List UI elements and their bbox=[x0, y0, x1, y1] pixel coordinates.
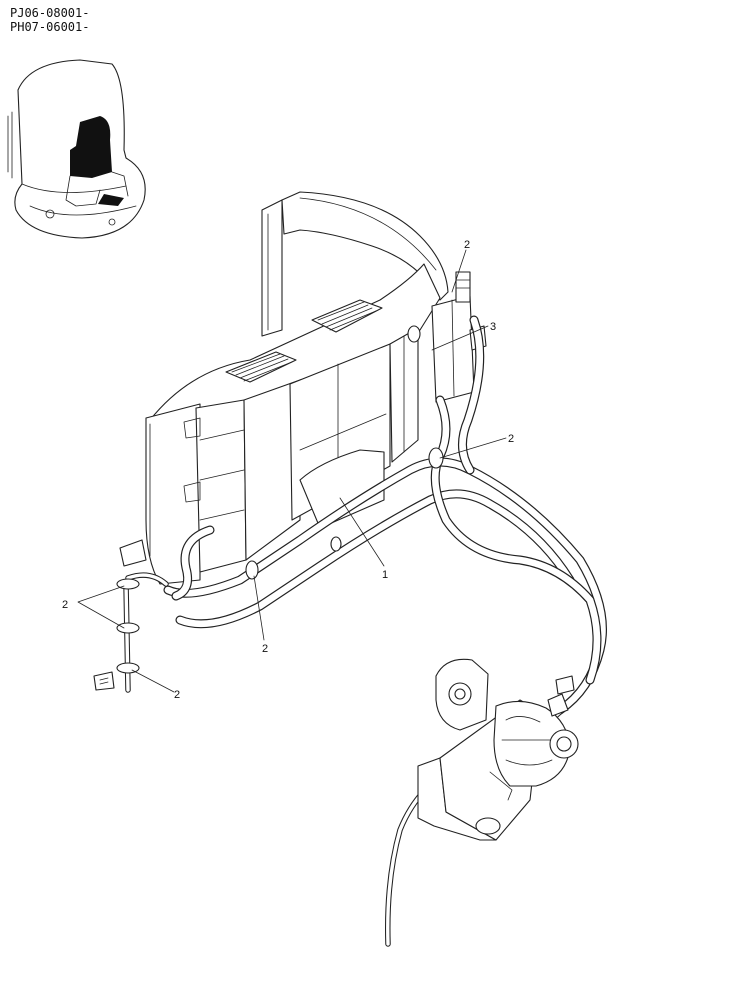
callout-clamp-left-pair: 2 bbox=[62, 599, 68, 611]
vent-grille-right bbox=[311, 299, 383, 333]
vent-grille-left bbox=[225, 351, 297, 383]
locator-highlight bbox=[70, 116, 112, 178]
serial-range-header: PJ06-08001- PH07-06001- bbox=[10, 6, 89, 34]
callout-clamp-receiver: 2 bbox=[464, 239, 470, 251]
callout-clamp-right: 2 bbox=[508, 433, 514, 445]
serial-range-2: PH07-06001- bbox=[10, 20, 90, 34]
compressor-assembly bbox=[417, 658, 579, 841]
serial-range-1: PJ06-08001- bbox=[10, 6, 90, 20]
leader-lines bbox=[77, 249, 507, 693]
callout-clamp-center: 2 bbox=[262, 643, 268, 655]
callout-receiver-drier: 3 bbox=[490, 321, 496, 333]
locator-thumbnail bbox=[7, 59, 146, 239]
callouts: 2 3 2 1 2 2 2 bbox=[62, 239, 514, 701]
callout-clamp-lower: 2 bbox=[174, 689, 180, 701]
callout-hose: 1 bbox=[382, 569, 388, 581]
cab-frame bbox=[119, 191, 449, 585]
hose-assembly bbox=[123, 315, 607, 947]
clamps bbox=[93, 325, 444, 691]
